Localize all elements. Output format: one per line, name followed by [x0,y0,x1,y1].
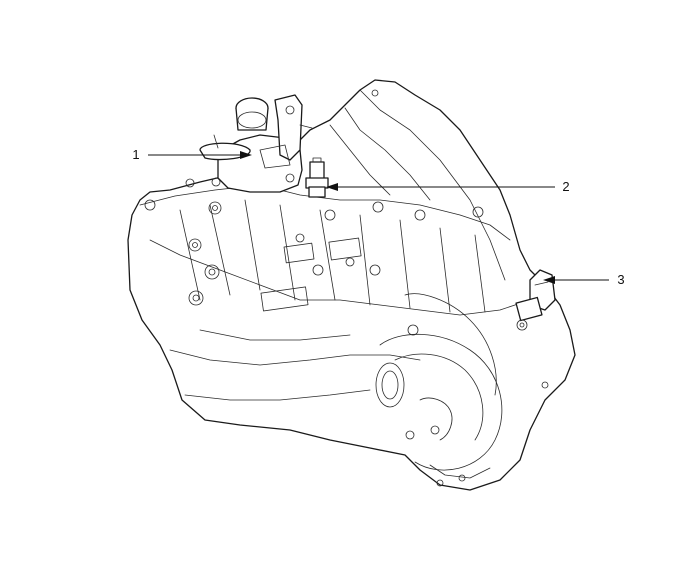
callout-3-label: 3 [617,272,624,287]
callout-1-label: 1 [132,147,139,162]
callout-2-label: 2 [562,179,569,194]
backup-lamp-switch [305,157,329,198]
transmission-housing [127,79,576,491]
callout-2: 2 [326,179,570,194]
callout-2-arrow [326,183,338,191]
callout-1: 1 [132,147,252,162]
callout-3-arrow [543,276,555,284]
callout-3: 3 [543,272,625,287]
callout-1-arrow [240,151,252,159]
